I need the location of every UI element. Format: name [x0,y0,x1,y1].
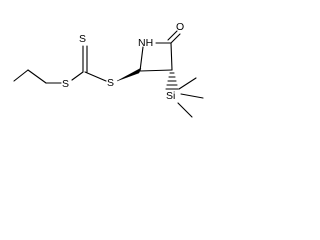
atom-nh: NH [138,37,153,49]
bond-s-cs [71,71,84,81]
bond-c-bridge-s [84,71,107,82]
hashed-wedge-bond-si [165,72,179,90]
bond-carbonyl-1 [170,33,181,44]
atom-s-thione: S [79,33,86,45]
bond-ethyl-ch3 [13,69,29,82]
atom-oxygen: O [176,21,184,33]
bond-ring-c-n [139,46,144,72]
atom-silicon: Si [166,90,175,102]
chemical-structure-diagram: S S S NH O Si [13,21,204,118]
bond-si-methyl-up [178,77,197,90]
atom-s-ethyl: S [62,78,69,90]
bond-ethyl-ch2 [27,69,47,84]
atom-s-bridge: S [107,77,114,89]
bond-si-methyl-right [180,93,204,99]
bond-ring-c-c [139,69,173,72]
bond-si-methyl-down [177,102,193,118]
bond-carbonyl-2 [167,30,178,41]
bond-ring-co-c [170,42,173,71]
wedge-bond-s-ring [116,67,142,82]
